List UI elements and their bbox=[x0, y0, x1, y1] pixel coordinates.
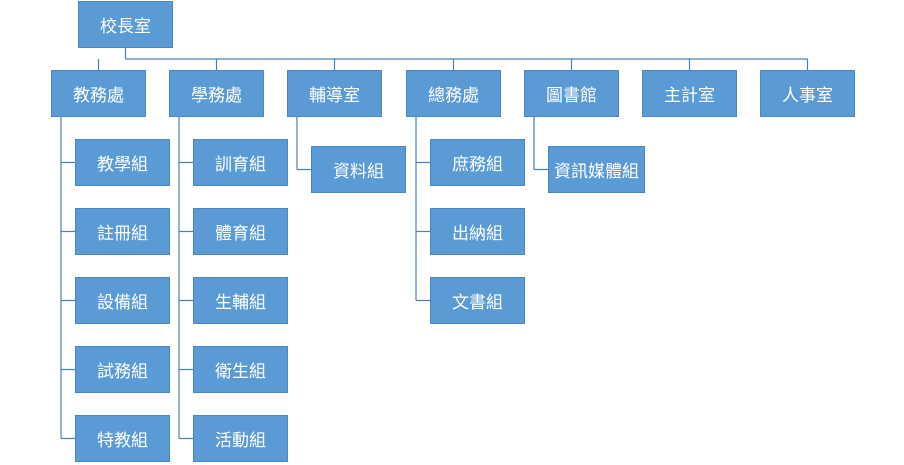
node-unit-academic-3: 設備組 bbox=[75, 277, 170, 324]
node-dept-counseling: 輔導室 bbox=[287, 70, 382, 117]
node-unit-academic-4: 試務組 bbox=[75, 346, 170, 393]
node-unit-student-3: 生輔組 bbox=[193, 277, 288, 324]
node-unit-academic-2: 註冊組 bbox=[75, 208, 170, 255]
node-unit-academic-1: 教學組 bbox=[75, 139, 170, 186]
node-unit-general-1: 庶務組 bbox=[430, 139, 525, 186]
node-unit-student-4: 衛生組 bbox=[193, 346, 288, 393]
node-dept-library: 圖書館 bbox=[524, 70, 619, 117]
node-dept-general: 總務處 bbox=[406, 70, 501, 117]
node-dept-academic: 教務處 bbox=[51, 70, 146, 117]
node-dept-personnel: 人事室 bbox=[760, 70, 855, 117]
node-dept-accounting: 主計室 bbox=[642, 70, 737, 117]
node-unit-general-2: 出納組 bbox=[430, 208, 525, 255]
node-unit-library-1: 資訊媒體組 bbox=[548, 146, 645, 193]
node-unit-student-5: 活動組 bbox=[193, 415, 288, 462]
node-dept-student: 學務處 bbox=[169, 70, 264, 117]
node-unit-student-1: 訓育組 bbox=[193, 139, 288, 186]
node-unit-academic-5: 特教組 bbox=[75, 415, 170, 462]
node-unit-general-3: 文書組 bbox=[430, 277, 525, 324]
node-principal-office: 校長室 bbox=[78, 1, 173, 48]
node-unit-counseling-1: 資料組 bbox=[311, 146, 406, 193]
node-unit-student-2: 體育組 bbox=[193, 208, 288, 255]
